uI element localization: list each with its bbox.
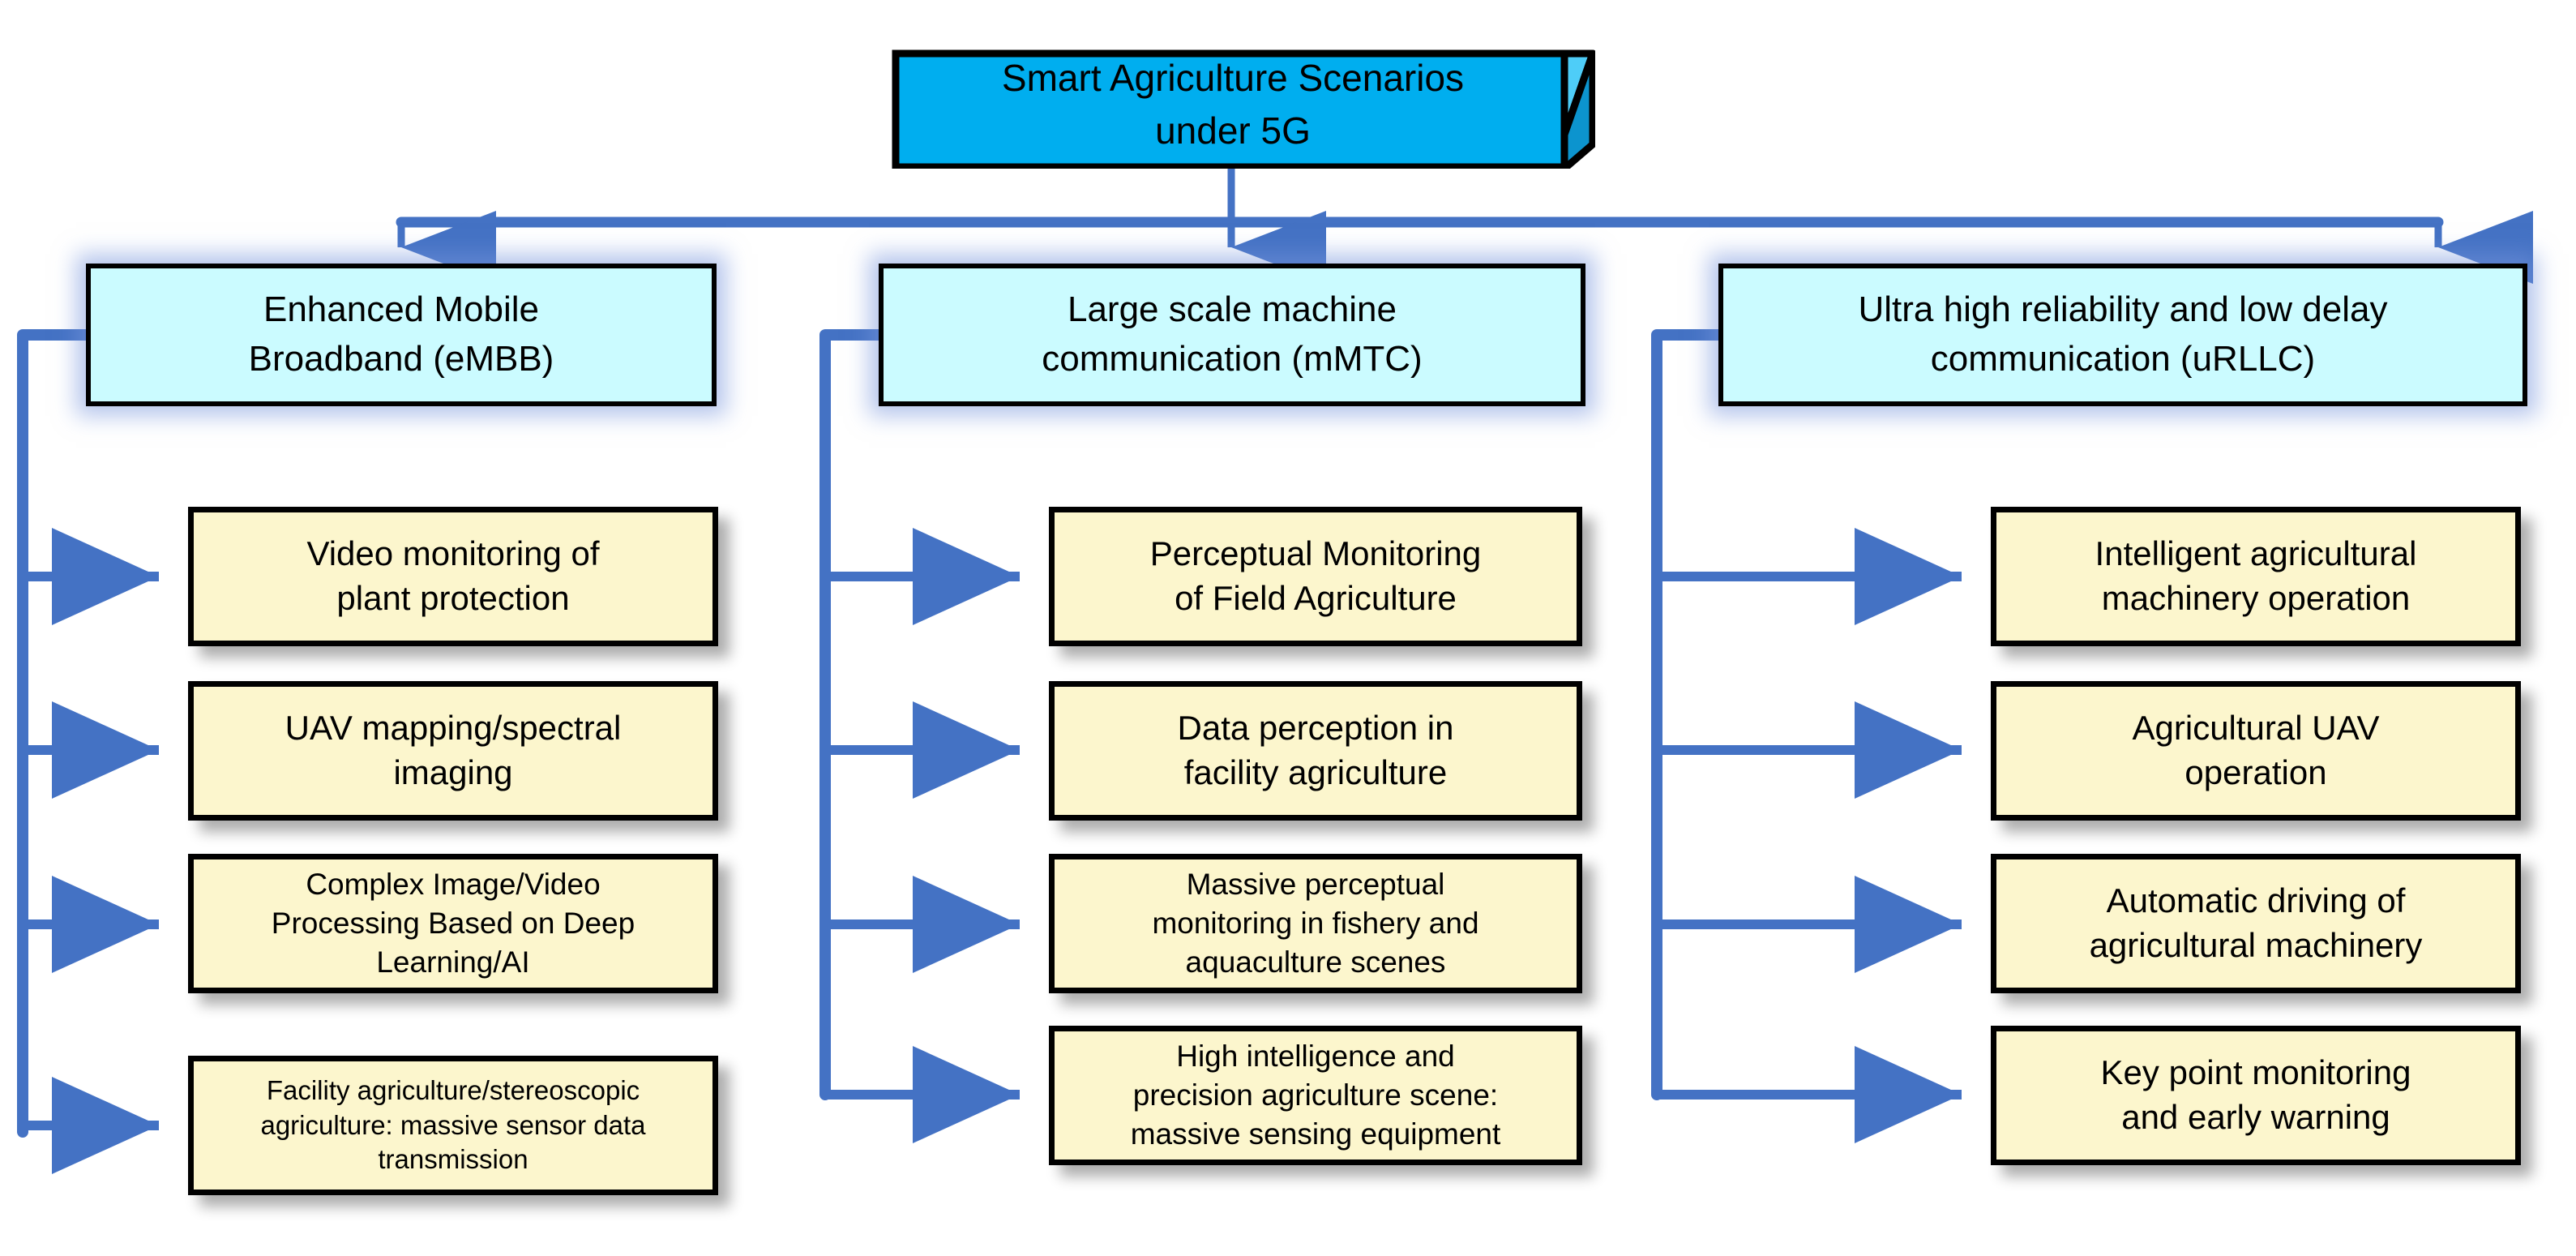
leaf-box-urllc-2[interactable]: Agricultural UAV operation: [1991, 681, 2521, 821]
leaf-label-mmtc-2: Data perception in facility agriculture: [1177, 709, 1454, 791]
leaf-label-mmtc-3: Massive perceptual monitoring in fishery…: [1152, 867, 1479, 980]
leaf-label-urllc-1: Intelligent agricultural machinery opera…: [2095, 534, 2417, 617]
wire-column-urllc: [1651, 329, 1962, 1143]
leaf-box-urllc-4[interactable]: Key point monitoring and early warning: [1991, 1026, 2521, 1165]
leaf-label-mmtc-4: High intelligence and precision agricult…: [1130, 1039, 1501, 1151]
leaf-box-embb-4[interactable]: Facility agriculture/stereoscopic agricu…: [188, 1056, 718, 1195]
root-node-label: Smart Agriculture Scenarios under 5G: [1001, 56, 1465, 152]
category-box-urllc[interactable]: Ultra high reliability and low delay com…: [1718, 264, 2527, 406]
leaf-label-embb-1: Video monitoring of plant protection: [306, 534, 600, 617]
leaf-label-mmtc-1: Perceptual Monitoring of Field Agricultu…: [1149, 534, 1482, 617]
leaf-box-mmtc-3[interactable]: Massive perceptual monitoring in fishery…: [1049, 854, 1582, 993]
leaf-box-embb-3[interactable]: Complex Image/Video Processing Based on …: [188, 854, 718, 993]
leaf-box-mmtc-1[interactable]: Perceptual Monitoring of Field Agricultu…: [1049, 507, 1582, 646]
leaf-box-embb-1[interactable]: Video monitoring of plant protection: [188, 507, 718, 646]
wire-root-to-bar: [396, 165, 2533, 284]
category-label-embb: Enhanced Mobile Broadband (eMBB): [248, 289, 554, 379]
leaf-label-embb-3: Complex Image/Video Processing Based on …: [271, 867, 635, 980]
leaf-box-embb-2[interactable]: UAV mapping/spectral imaging: [188, 681, 718, 821]
leaf-label-urllc-2: Agricultural UAV operation: [2132, 709, 2380, 791]
category-label-mmtc: Large scale machine communication (mMTC): [1042, 289, 1423, 379]
root-node-shape[interactable]: [892, 15, 1595, 169]
leaf-label-urllc-3: Automatic driving of agricultural machin…: [2089, 881, 2423, 964]
leaf-label-urllc-4: Key point monitoring and early warning: [2100, 1053, 2411, 1136]
leaf-box-mmtc-4[interactable]: High intelligence and precision agricult…: [1049, 1026, 1582, 1165]
wire-column-mmtc: [819, 329, 1020, 1143]
wire-column-embb: [17, 329, 159, 1174]
category-label-urllc: Ultra high reliability and low delay com…: [1858, 289, 2388, 379]
leaf-box-mmtc-2[interactable]: Data perception in facility agriculture: [1049, 681, 1582, 821]
leaf-label-embb-4: Facility agriculture/stereoscopic agricu…: [260, 1074, 646, 1175]
leaf-label-embb-2: UAV mapping/spectral imaging: [285, 709, 622, 791]
category-box-mmtc[interactable]: Large scale machine communication (mMTC): [879, 264, 1585, 406]
category-box-embb[interactable]: Enhanced Mobile Broadband (eMBB): [86, 264, 717, 406]
leaf-box-urllc-1[interactable]: Intelligent agricultural machinery opera…: [1991, 507, 2521, 646]
leaf-box-urllc-3[interactable]: Automatic driving of agricultural machin…: [1991, 854, 2521, 993]
